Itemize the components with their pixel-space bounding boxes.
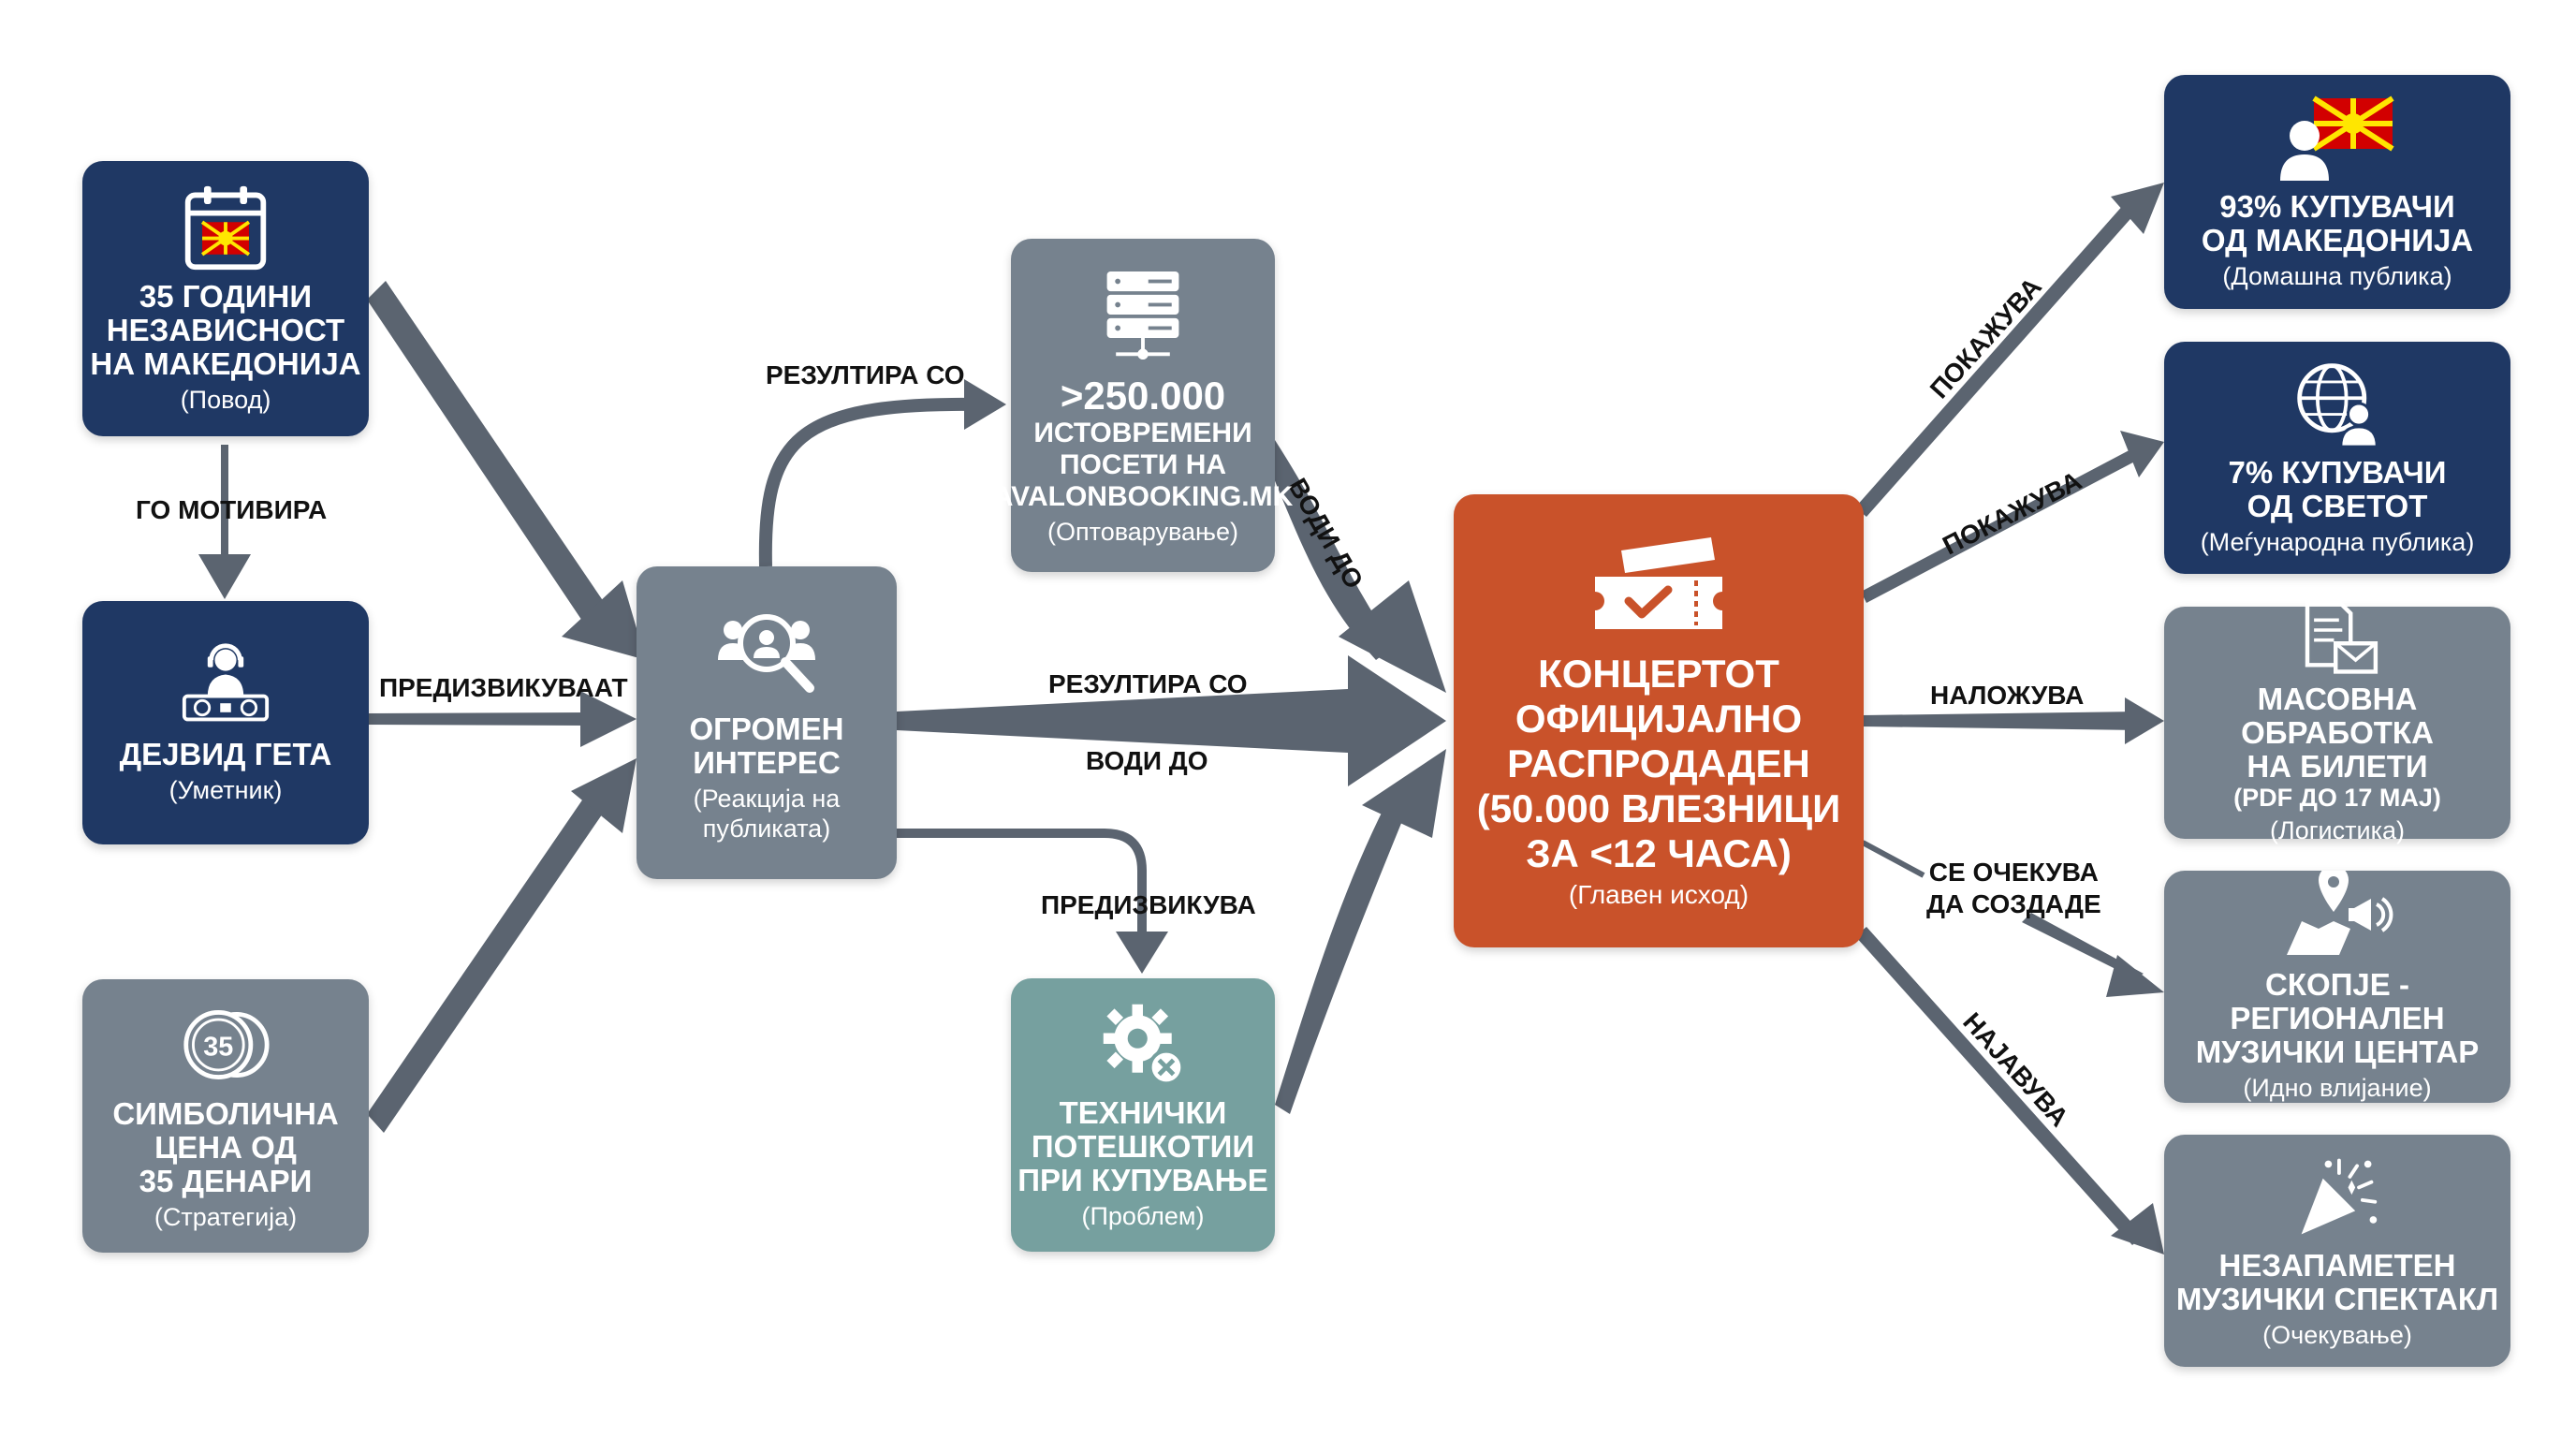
node-price[interactable]: 35 СИМБОЛИЧНА ЦЕНА ОД 35 ДЕНАРИ (Стратег… xyxy=(82,979,369,1253)
price-badge: 35 xyxy=(203,1033,233,1063)
node-independence[interactable]: 35 ГОДИНИ НЕЗАВИСНОСТ НА МАКЕДОНИЈА (Пов… xyxy=(82,161,369,436)
node-visits[interactable]: >250.000 ИСТОВРЕМЕНИ ПОСЕТИ НА AVALONBOO… xyxy=(993,239,1293,572)
independence-sub: (Повод) xyxy=(180,386,271,414)
ticket-check-icon xyxy=(1584,532,1734,644)
label-provokes: ПРЕДИЗВИКУВА xyxy=(1041,890,1256,919)
calendar-flag-icon xyxy=(181,183,271,272)
node-domestic[interactable]: 93% КУПУВАЧИ ОД МАКЕДОНИЈА (Домашна публ… xyxy=(2164,75,2510,309)
label-expected: СЕ ОЧЕКУВА ДА СОЗДАДЕ xyxy=(1926,858,2101,918)
label-results-mid: РЕЗУЛТИРА СО xyxy=(1048,669,1248,698)
arrow-independence-interest xyxy=(367,281,646,660)
search-people-icon xyxy=(710,602,823,705)
node-tech[interactable]: ТЕХНИЧКИ ПОТЕШКОТИИ ПРИ КУПУВАЊЕ (Пробле… xyxy=(1011,978,1275,1252)
dj-icon xyxy=(181,640,271,730)
document-mail-icon xyxy=(2295,600,2379,675)
tech-sub: (Проблем) xyxy=(1081,1202,1205,1230)
tickets-title: МАСОВНА ОБРАБОТКА НА БИЛЕТИ xyxy=(2241,682,2434,784)
node-spectacle[interactable]: НЕЗАПАМЕТЕН МУЗИЧКИ СПЕКТАКЛ (Очекување) xyxy=(2164,1135,2510,1367)
tickets-sub: (Логистика) xyxy=(2269,816,2406,844)
arrow-motivates xyxy=(198,445,251,599)
server-icon xyxy=(1098,264,1188,367)
arrow-shows1 xyxy=(1855,183,2164,517)
arrow-provoke xyxy=(367,691,637,747)
tickets-title2: (PDF ДО 17 МАЈ) xyxy=(2233,784,2441,812)
coin-icon: 35 xyxy=(181,1000,271,1090)
tech-title: ТЕХНИЧКИ ПОТЕШКОТИИ ПРИ КУПУВАЊЕ xyxy=(1017,1095,1268,1197)
world-sub: (Меѓународна публика) xyxy=(2200,528,2475,556)
arrow-imposes xyxy=(1863,697,2164,744)
gear-error-icon xyxy=(1098,999,1188,1089)
label-results-top: РЕЗУЛТИРА СО xyxy=(766,360,965,389)
user-flag-icon xyxy=(2276,93,2398,183)
domestic-title: 93% КУПУВАЧИ ОД МАКЕДОНИЈА xyxy=(2201,189,2474,257)
arrow-provokes xyxy=(897,829,1168,974)
interest-title: ОГРОМЕН ИНТЕРЕС xyxy=(689,712,844,780)
arrow-leads-top xyxy=(1262,440,1446,693)
visits-sub: (Оптоварување) xyxy=(1047,518,1238,546)
node-skopje[interactable]: СКОПЈЕ - РЕГИОНАЛЕН МУЗИЧКИ ЦЕНТАР (Идно… xyxy=(2164,865,2510,1103)
domestic-sub: (Домашна публика) xyxy=(2222,262,2452,290)
label-motivates: ГО МОТИВИРА xyxy=(136,495,328,524)
visits-title: ИСТОВРЕМЕНИ ПОСЕТИ НА AVALONBOOKING.MK xyxy=(992,418,1294,512)
artist-title: ДЕЈВИД ГЕТА xyxy=(119,737,332,771)
artist-sub: (Уметник) xyxy=(168,776,283,804)
independence-title: 35 ГОДИНИ НЕЗАВИСНОСТ НА МАКЕДОНИЈА xyxy=(90,279,361,381)
soldout-title: КОНЦЕРТОТ ОФИЦИЈАЛНО РАСПРОДАДЕН (50.000… xyxy=(1476,652,1841,875)
party-popper-icon xyxy=(2292,1152,2382,1241)
skopje-title: СКОПЈЕ - РЕГИОНАЛЕН МУЗИЧКИ ЦЕНТАР xyxy=(2195,967,2480,1069)
node-soldout[interactable]: КОНЦЕРТОТ ОФИЦИЈАЛНО РАСПРОДАДЕН (50.000… xyxy=(1454,494,1864,947)
spectacle-title: НЕЗАПАМЕТЕН МУЗИЧКИ СПЕКТАКЛ xyxy=(2175,1248,2499,1316)
arrow-shows2 xyxy=(1861,431,2164,603)
arrow-results-mid xyxy=(897,655,1446,786)
interest-sub: (Реакција на публиката) xyxy=(693,785,841,843)
node-world[interactable]: 7% КУПУВАЧИ ОД СВЕТОТ (Меѓународна публи… xyxy=(2164,342,2510,574)
label-imposes: НАЛОЖУВА xyxy=(1930,681,2085,710)
node-tickets[interactable]: МАСОВНА ОБРАБОТКА НА БИЛЕТИ (PDF ДО 17 М… xyxy=(2164,601,2510,844)
arrow-announces xyxy=(1855,927,2164,1255)
price-title: СИМБОЛИЧНА ЦЕНА ОД 35 ДЕНАРИ xyxy=(112,1096,339,1198)
node-interest[interactable]: ОГРОМЕН ИНТЕРЕС (Реакција на публиката) xyxy=(637,566,897,879)
world-title: 7% КУПУВАЧИ ОД СВЕТОТ xyxy=(2228,455,2447,523)
map-megaphone-icon xyxy=(2281,865,2393,961)
soldout-sub: (Главен исход) xyxy=(1568,880,1749,909)
label-leads-mid: ВОДИ ДО xyxy=(1086,746,1208,775)
price-sub: (Стратегија) xyxy=(154,1203,298,1231)
spectacle-sub: (Очекување) xyxy=(2262,1321,2412,1349)
arrow-tech-soldout xyxy=(1275,749,1446,1114)
arrow-results-top xyxy=(758,379,1006,567)
skopje-sub: (Идно влијание) xyxy=(2243,1074,2432,1102)
node-artist[interactable]: ДЕЈВИД ГЕТА (Уметник) xyxy=(82,601,369,844)
arrow-price-interest xyxy=(367,758,637,1133)
arrow-expected xyxy=(1861,840,2164,997)
label-provoke: ПРЕДИЗВИКУВААТ xyxy=(379,673,628,702)
globe-user-icon xyxy=(2292,359,2382,448)
visits-title-big: >250.000 xyxy=(1060,374,1226,418)
